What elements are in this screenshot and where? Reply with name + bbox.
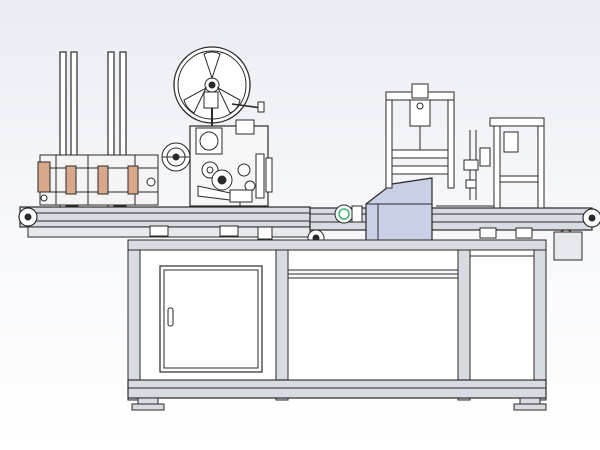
rear-column-frame xyxy=(385,83,455,189)
label-reel xyxy=(173,46,265,128)
product-stacker-rails xyxy=(37,51,159,223)
cabinet-door xyxy=(159,265,263,373)
right-column-frame xyxy=(436,117,545,209)
leveling-feet xyxy=(131,397,547,411)
label-applicator-head xyxy=(161,119,273,212)
